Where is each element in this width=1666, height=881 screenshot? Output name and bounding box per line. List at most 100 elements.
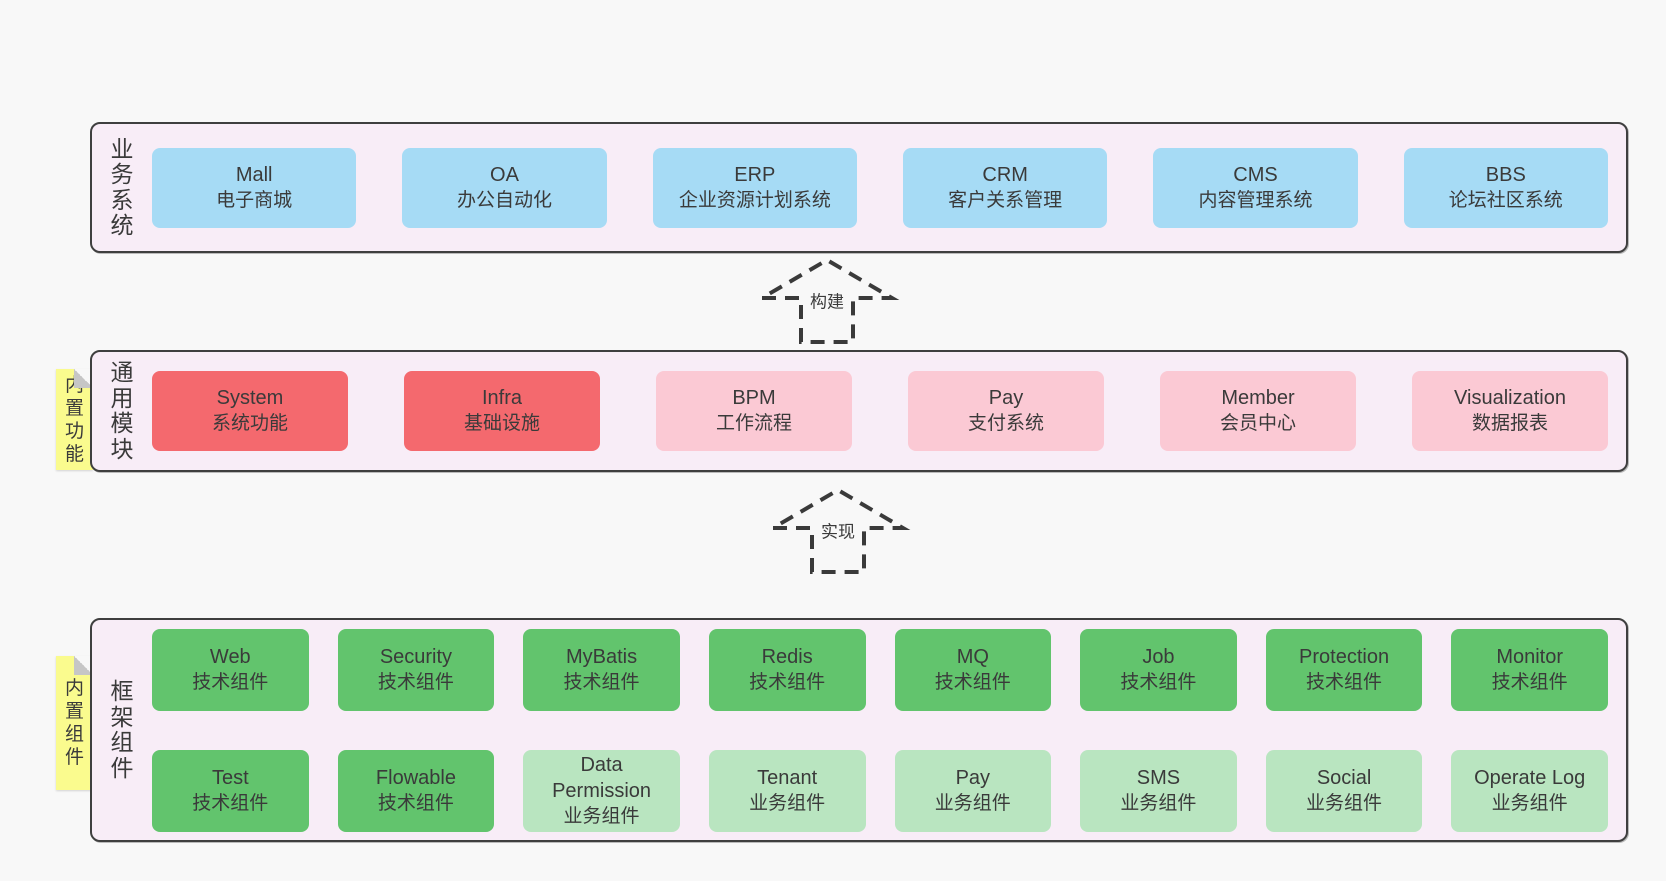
box-title: MyBatis	[566, 645, 638, 668]
box-title: Pay	[955, 766, 991, 789]
box-test: Test 技术组件	[152, 749, 309, 832]
box-infra: Infra 基础设施	[404, 371, 600, 451]
box-subtitle: 技术组件	[1120, 671, 1197, 693]
panel-label-column: 通用模块	[92, 352, 152, 470]
business-systems-panel: 业务系统 Mall 电子商城 OA 办公自动化 ERP 企业资源计划系统 CRM	[90, 122, 1628, 253]
box-bbs: BBS 论坛社区系统	[1403, 147, 1608, 228]
box-operate-log: Operate Log 业务组件	[1451, 749, 1608, 832]
box-title: Infra	[481, 387, 523, 409]
box-row: Mall 电子商城 OA 办公自动化 ERP 企业资源计划系统 CRM 客户关系…	[152, 147, 1608, 228]
box-member: Member 会员中心	[1160, 371, 1356, 451]
folded-corner-icon	[74, 369, 93, 388]
box-system: System 系统功能	[152, 371, 348, 451]
box-subtitle: 技术组件	[192, 671, 269, 693]
box-pay-component: Pay 业务组件	[894, 749, 1052, 832]
box-pay-module: Pay 支付系统	[908, 371, 1104, 451]
box-title: Protection	[1299, 645, 1390, 668]
box-subtitle: 客户关系管理	[948, 189, 1063, 211]
box-title: OA	[490, 163, 519, 186]
box-subtitle: 内容管理系统	[1198, 189, 1313, 211]
box-subtitle: 论坛社区系统	[1448, 189, 1563, 211]
box-subtitle: 数据报表	[1471, 413, 1548, 434]
box-subtitle: 支付系统	[967, 413, 1044, 434]
panel-side-label: 通用模块	[110, 359, 134, 462]
box-subtitle: 技术组件	[377, 792, 454, 814]
box-title: BPM	[732, 387, 776, 409]
box-title: Test	[211, 766, 249, 789]
box-title: SMS	[1136, 766, 1181, 789]
box-title: Tenant	[757, 766, 818, 789]
box-subtitle: 技术组件	[749, 671, 826, 693]
panel-side-label: 框架组件	[110, 678, 134, 781]
box-subtitle: 技术组件	[1306, 671, 1383, 693]
box-title: Monitor	[1496, 645, 1564, 668]
panel-boxes-area: System 系统功能 Infra 基础设施 BPM 工作流程 Pay 支付系统…	[152, 352, 1626, 470]
common-modules-panel: 通用模块 System 系统功能 Infra 基础设施 BPM 工作流程 Pay	[90, 350, 1628, 472]
box-title: Redis	[761, 645, 813, 668]
implement-arrow-label: 实现	[816, 517, 860, 543]
box-title: Data Permission	[552, 753, 652, 802]
box-row: System 系统功能 Infra 基础设施 BPM 工作流程 Pay 支付系统…	[152, 371, 1608, 451]
box-subtitle: 企业资源计划系统	[678, 189, 831, 211]
sticky-note-builtin-components: 内置组件	[56, 656, 93, 790]
box-social: Social 业务组件	[1265, 749, 1423, 832]
box-title: Member	[1221, 387, 1295, 409]
box-subtitle: 业务组件	[934, 792, 1011, 814]
box-subtitle: 业务组件	[749, 792, 826, 814]
box-subtitle: 技术组件	[1491, 671, 1568, 693]
box-subtitle: 业务组件	[1491, 792, 1568, 814]
box-web: Web 技术组件	[152, 628, 309, 711]
box-oa: OA 办公自动化	[402, 147, 607, 228]
box-title: Job	[1142, 645, 1175, 668]
panel-label-column: 框架组件	[92, 620, 152, 840]
box-title: Security	[379, 645, 453, 668]
box-title: CMS	[1233, 163, 1278, 186]
sticky-note-builtin-features: 内置功能	[56, 369, 93, 470]
box-mybatis: MyBatis 技术组件	[523, 628, 680, 711]
sticky-note-label: 内置组件	[64, 678, 84, 768]
up-arrow-icon	[754, 257, 900, 344]
box-title: Mall	[235, 163, 273, 186]
box-mall: Mall 电子商城	[152, 147, 357, 228]
box-redis: Redis 技术组件	[708, 628, 866, 711]
box-sms: SMS 业务组件	[1080, 749, 1237, 832]
box-visualization: Visualization 数据报表	[1412, 371, 1608, 451]
box-title: ERP	[734, 163, 776, 186]
panel-boxes-area: Web 技术组件 Security 技术组件 MyBatis 技术组件 Redi…	[152, 620, 1626, 840]
box-title: Visualization	[1454, 387, 1566, 409]
box-subtitle: 会员中心	[1219, 413, 1296, 434]
box-subtitle: 技术组件	[192, 792, 269, 814]
box-subtitle: 技术组件	[563, 671, 640, 693]
box-subtitle: 办公自动化	[456, 189, 552, 211]
box-subtitle: 业务组件	[1120, 792, 1197, 814]
box-mq: MQ 技术组件	[894, 628, 1052, 711]
box-subtitle: 业务组件	[563, 805, 640, 827]
box-title: Social	[1316, 766, 1372, 789]
box-subtitle: 业务组件	[1306, 792, 1383, 814]
framework-components-panel: 框架组件 Web 技术组件 Security 技术组件 MyBatis 技术组件…	[90, 618, 1628, 842]
box-subtitle: 工作流程	[715, 413, 792, 434]
box-title: Operate Log	[1474, 766, 1586, 789]
box-subtitle: 基础设施	[463, 413, 540, 434]
panel-label-column: 业务系统	[92, 124, 152, 251]
panel-boxes-area: Mall 电子商城 OA 办公自动化 ERP 企业资源计划系统 CRM 客户关系…	[152, 124, 1626, 251]
up-arrow-icon	[765, 487, 911, 574]
box-erp: ERP 企业资源计划系统	[652, 147, 857, 228]
box-subtitle: 技术组件	[934, 671, 1011, 693]
box-title: Web	[209, 645, 251, 668]
box-title: Pay	[988, 387, 1024, 409]
box-tenant: Tenant 业务组件	[708, 749, 866, 832]
box-title: System	[216, 387, 284, 409]
box-subtitle: 技术组件	[377, 671, 454, 693]
folded-corner-icon	[74, 656, 93, 675]
box-security: Security 技术组件	[337, 628, 495, 711]
box-crm: CRM 客户关系管理	[902, 147, 1108, 228]
box-title: BBS	[1485, 163, 1526, 186]
box-job: Job 技术组件	[1080, 628, 1237, 711]
box-row: Test 技术组件 Flowable 技术组件 Data Permission …	[152, 741, 1608, 840]
panel-side-label: 业务系统	[110, 135, 134, 238]
box-bpm: BPM 工作流程	[656, 371, 852, 451]
build-arrow: 构建	[754, 257, 900, 344]
box-monitor: Monitor 技术组件	[1451, 628, 1608, 711]
